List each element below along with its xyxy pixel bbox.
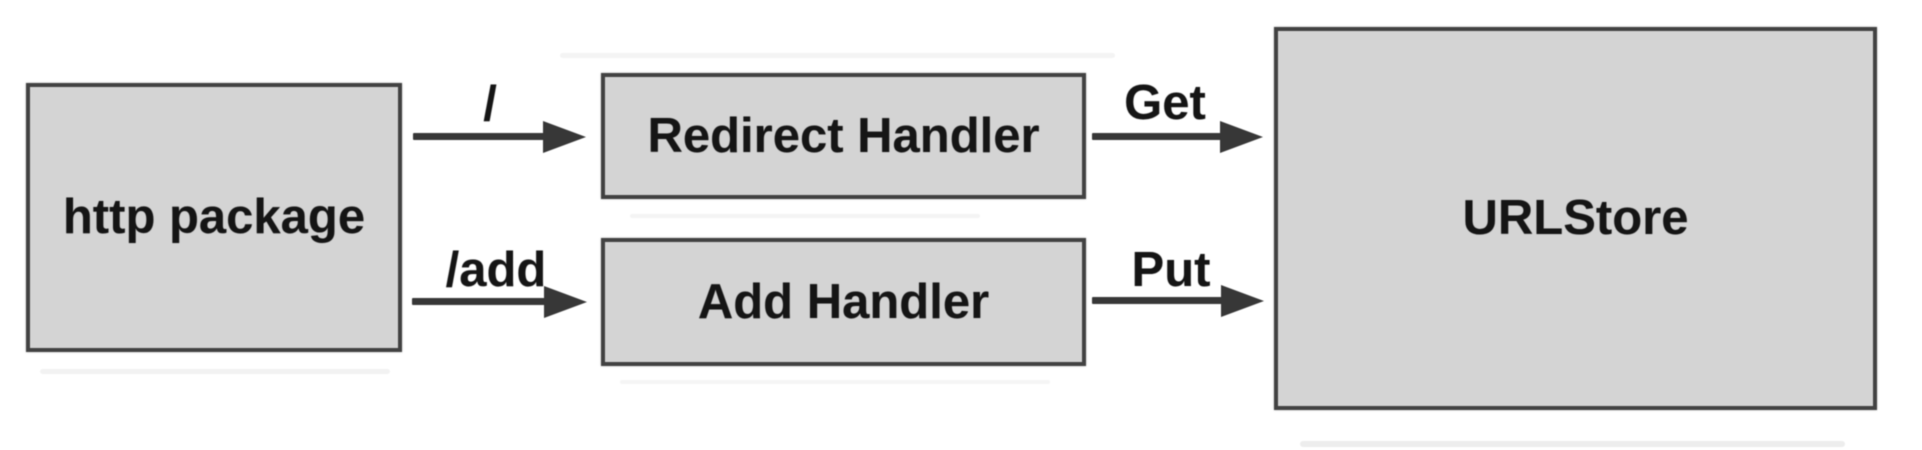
jpeg-artifact-streak [620,380,1050,384]
jpeg-artifact-streak [1300,441,1845,447]
node-redirect-handler: Redirect Handler [601,73,1086,199]
edge-line-put [1092,297,1226,304]
node-http-package: http package [26,83,402,352]
node-urlstore-label: URLStore [1462,191,1689,245]
node-http-package-label: http package [62,190,366,244]
node-urlstore: URLStore [1274,27,1877,410]
node-add-handler: Add Handler [601,238,1086,366]
arrowhead-right-icon [1220,121,1263,153]
jpeg-artifact-streak [560,53,1115,58]
edge-label-add-route: /add [445,243,547,297]
node-redirect-handler-label: Redirect Handler [647,108,1040,163]
arrowhead-right-icon [543,121,586,153]
edge-line-add-route [412,298,548,305]
edge-line-root-route [413,133,548,140]
jpeg-artifact-streak [40,369,390,374]
node-add-handler-label: Add Handler [697,274,990,329]
arrowhead-right-icon [1221,285,1264,317]
edge-label-root-route: / [483,77,497,131]
arrowhead-right-icon [544,286,587,318]
edge-label-put: Put [1131,243,1211,297]
jpeg-artifact-streak [630,214,980,218]
edge-line-get [1092,133,1225,140]
edge-label-get: Get [1124,76,1206,130]
